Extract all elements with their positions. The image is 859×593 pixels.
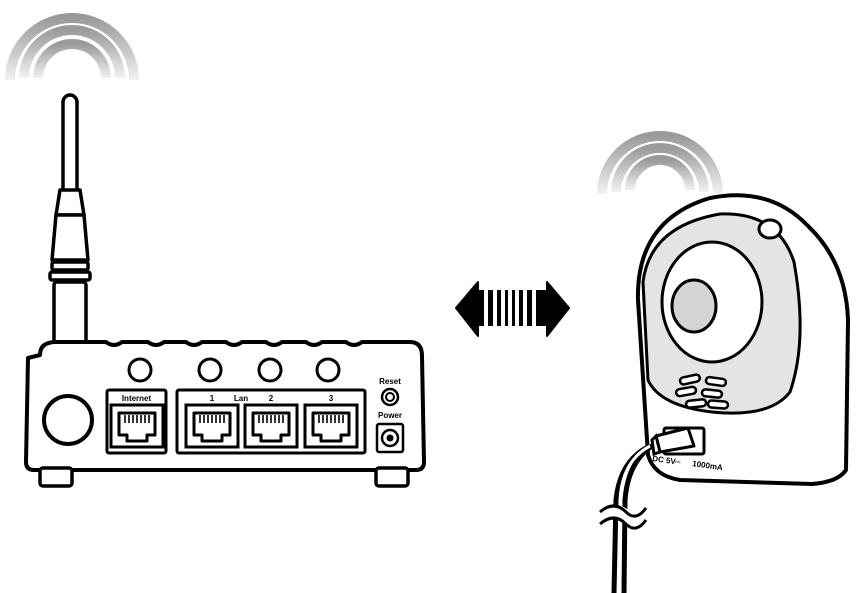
lan-ports: 1 Lan 2 3: [175, 388, 367, 455]
lan-port-number: 3: [329, 394, 334, 403]
rj45-port-icon: [243, 403, 299, 449]
reset-button[interactable]: [380, 387, 400, 407]
router-foot-left: [38, 466, 74, 488]
router: Internet 1 Lan 2 3 Reset Power: [5, 13, 426, 488]
rj45-port-icon: [184, 403, 240, 449]
lan-port-number: 2: [269, 394, 274, 403]
internet-port-label: Internet: [122, 394, 152, 403]
lan-label: Lan: [234, 394, 248, 403]
led-indicator: [127, 357, 153, 383]
status-leds: [127, 357, 341, 383]
ip-camera: DC 5V ⎓ 1000mA: [596, 131, 850, 593]
light-sensor-icon: [757, 218, 783, 240]
reset-label: Reset: [379, 377, 401, 386]
rj45-port-icon: [109, 403, 165, 449]
current-rating-label: 1000mA: [692, 459, 724, 472]
led-indicator: [257, 357, 283, 383]
power-rating-dc-symbol: ⎓: [674, 457, 682, 467]
router-foot-right: [374, 466, 410, 488]
antenna-icon: [48, 93, 92, 348]
led-indicator: [197, 357, 223, 383]
wifi-signal-icon: [5, 13, 139, 81]
rj45-port-icon: [303, 403, 359, 449]
internet-port: Internet: [105, 388, 168, 455]
power-label: Power: [378, 411, 402, 420]
bidirectional-arrow-icon: [455, 281, 570, 337]
wps-button[interactable]: [42, 394, 94, 446]
power-rating-label: DC 5V: [652, 454, 677, 466]
power-cable: [611, 426, 696, 593]
cable-break-icon: [596, 504, 652, 530]
lan-port-number: 1: [210, 394, 215, 403]
power-jack[interactable]: [375, 422, 405, 454]
wifi-signal-icon: [597, 131, 723, 195]
lens-icon: [670, 278, 718, 334]
speaker-grille: [674, 373, 730, 410]
led-indicator: [315, 357, 341, 383]
